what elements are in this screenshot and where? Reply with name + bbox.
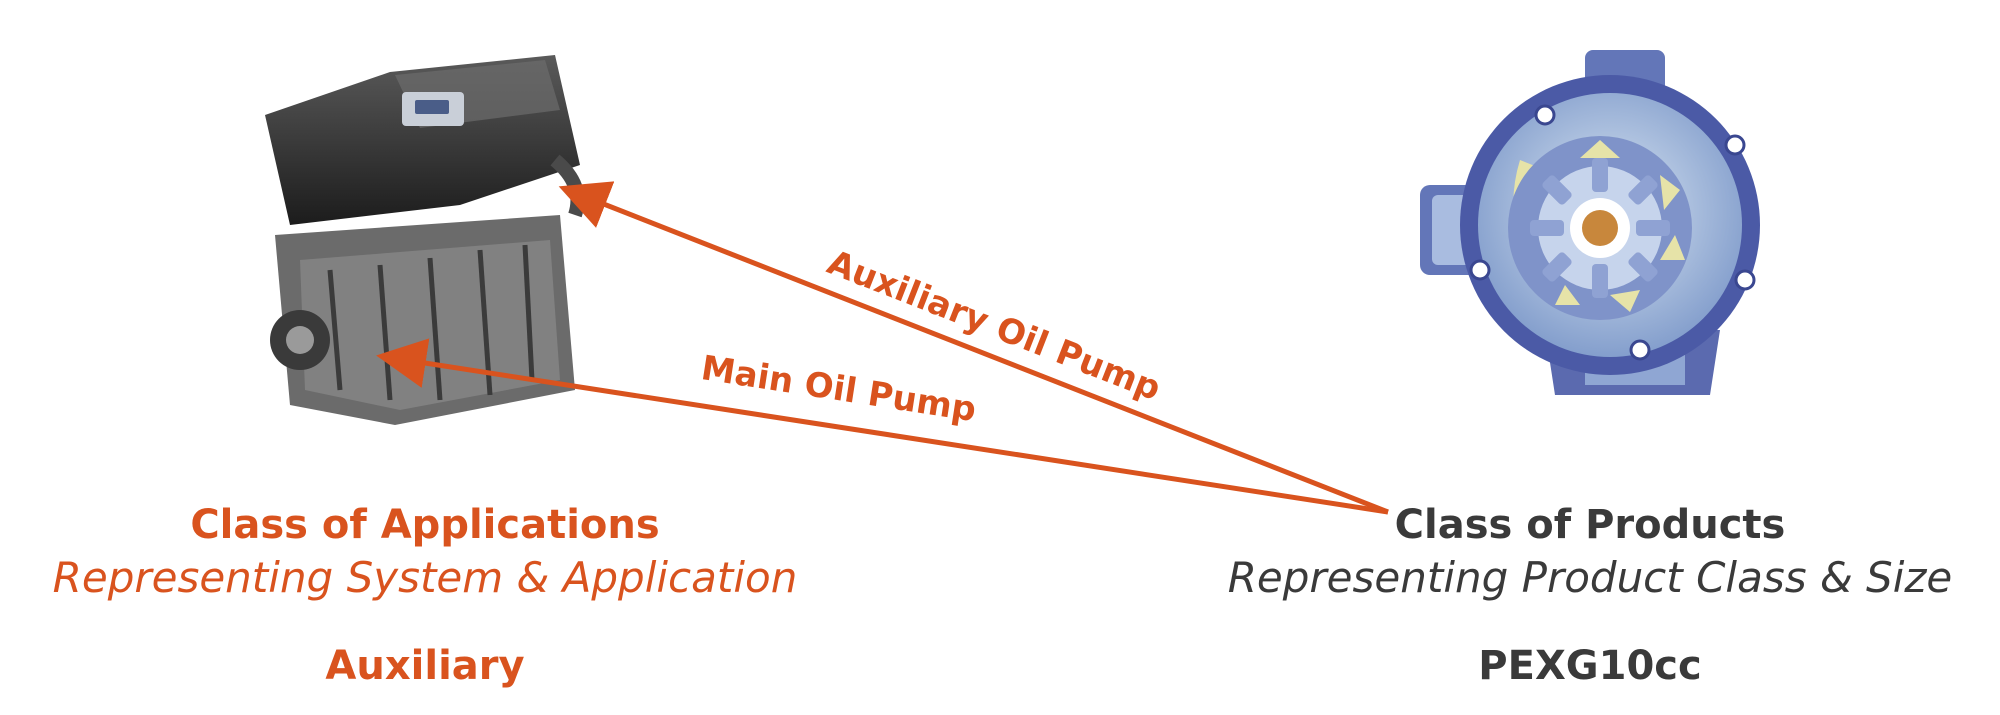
arrow-label-main: Main Oil Pump bbox=[699, 348, 979, 430]
products-heading: Class of Products bbox=[1200, 502, 1980, 548]
products-value: PEXG10cc bbox=[1200, 643, 1980, 689]
engine-icon bbox=[265, 55, 580, 425]
applications-value: Auxiliary bbox=[25, 643, 825, 689]
gear-pump-icon bbox=[1420, 50, 1760, 395]
products-subheading: Representing Product Class & Size bbox=[1200, 553, 1980, 602]
applications-heading: Class of Applications bbox=[25, 502, 825, 548]
arrow-auxiliary-oil-pump bbox=[568, 190, 1388, 512]
applications-subheading: Representing System & Application bbox=[25, 553, 825, 602]
